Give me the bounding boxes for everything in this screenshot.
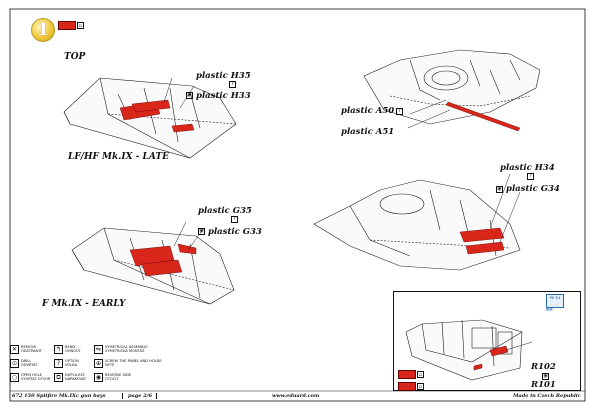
reverse-icon: ◉: [94, 373, 103, 382]
legend-item-reverse: ◉ REVERSE SIDE OTOČIT: [94, 373, 132, 382]
label-plastic-h33: plastic H33: [196, 91, 251, 101]
drill-icon: ⊙: [10, 359, 19, 368]
footer-site[interactable]: www.eduard.com: [272, 393, 320, 399]
legend-item-remove: ✕ REMOVE ODSTRANIT: [10, 345, 42, 354]
caption-lf-hf-late: LF/HF Mk.IX - LATE: [68, 152, 169, 162]
label-plastic-h34: plastic H34: [500, 163, 555, 173]
detail-drawing: [405, 319, 532, 381]
legend-item-duplicate: ⧉ DUPLICATE NAPAKOVAT: [54, 373, 86, 382]
option-icon: ?: [54, 359, 63, 368]
footer-kit: 672 150 Spitfire Mk.IXc gun bays: [12, 393, 106, 399]
symbol-legend: ✕ REMOVE ODSTRANIT ↰ BEND OHNOUT ⇋ SYMET…: [10, 345, 175, 387]
label-plastic-g33: plastic G33: [208, 227, 262, 237]
detail-panel: PE E4 ▦▦ R102 ◉ R101: [393, 291, 581, 391]
label-plastic-g34: plastic G34: [506, 184, 560, 194]
legend-item-drill: ⊙ DRILL ODVRTAT: [10, 359, 38, 368]
option-icon: ?: [231, 216, 238, 223]
screw-icon: ⊕: [94, 359, 103, 368]
caption-f-early: F Mk.IX - EARLY: [42, 299, 126, 309]
footer-made-in: Made in Czech Republic: [513, 393, 581, 399]
reverse-side-icon: ◉: [496, 186, 503, 193]
reverse-side-icon: ◉: [542, 373, 549, 380]
paint-square-icon: ▫: [77, 22, 84, 29]
duplicate-icon: ⧉: [54, 373, 63, 382]
top-heading: TOP: [64, 52, 86, 62]
label-r102: R102: [531, 362, 556, 372]
label-r101: R101: [531, 380, 556, 390]
legend-item-option: ? OPTION VOLBA: [54, 359, 79, 368]
footer-bar: 672 150 Spitfire Mk.IXc gun bays page 2/…: [10, 392, 585, 401]
reverse-side-icon: ◉: [198, 228, 205, 235]
legend-item-symmetrical: ⇋ SYMETRICAL ASSEMBLY SYMETRICKÁ MONTÁŽ: [94, 345, 148, 354]
paint-callout-2: ▫: [398, 382, 424, 391]
paint-callout-1: ▫: [398, 370, 424, 379]
remove-icon: ✕: [10, 345, 19, 354]
footer-separator: [122, 393, 123, 399]
fuselage-bottom-drawing: [313, 173, 521, 271]
fuselage-top-drawing: [363, 49, 541, 132]
label-plastic-h35: plastic H35: [196, 71, 251, 81]
footer-page: page 2/6: [128, 393, 152, 399]
option-icon: ?: [229, 81, 236, 88]
option-icon: ?: [527, 173, 534, 180]
red-swatch: [58, 21, 76, 30]
reverse-side-icon: ◉: [186, 92, 193, 99]
wing-top-drawing: [63, 77, 237, 159]
pe-part-badge: PE E4: [546, 294, 564, 308]
legend-item-screw: ⊕ SCREW THE PANEL AND HOLDE NYTÉ: [94, 359, 162, 368]
paint-square-icon: ▫: [417, 383, 424, 390]
label-plastic-a51: plastic A51: [341, 127, 395, 137]
label-plastic-g35: plastic G35: [198, 206, 252, 216]
option-icon: ?: [396, 108, 403, 115]
pe-part-icon: ▦▦: [546, 307, 553, 311]
step-number: 1: [37, 20, 49, 40]
legend-item-bend: ↰ BEND OHNOUT: [54, 345, 81, 354]
step-number-badge: 1: [31, 18, 55, 42]
symmetrical-icon: ⇋: [94, 345, 103, 354]
footer-separator: [156, 393, 157, 399]
red-swatch: [398, 370, 416, 379]
wing-bottom-drawing: [71, 221, 235, 305]
paint-square-icon: ▫: [417, 371, 424, 378]
bend-icon: ↰: [54, 345, 63, 354]
open-hole-icon: ○: [10, 373, 19, 382]
label-plastic-a50: plastic A50: [341, 106, 395, 116]
legend-item-open-hole: ○ OPEN HOLE VYVRTAT OTVOR: [10, 373, 51, 382]
red-swatch: [398, 382, 416, 391]
header-paint-callout: ▫: [58, 21, 84, 30]
